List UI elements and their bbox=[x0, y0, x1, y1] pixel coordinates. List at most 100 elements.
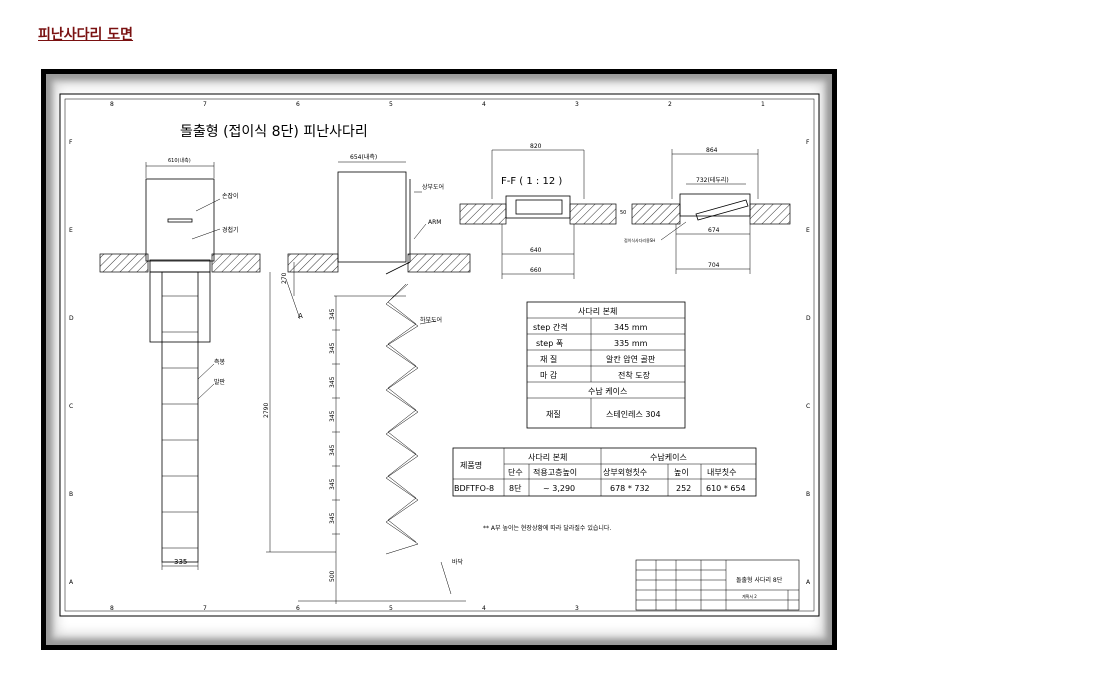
section-ceiling-left bbox=[459, 203, 507, 225]
side-label-a: A bbox=[298, 312, 303, 320]
grid-row-left-4: C bbox=[69, 403, 73, 410]
product-cell-2: 8단 bbox=[509, 483, 522, 493]
side-step-dim-7: 345 bbox=[329, 512, 336, 524]
drawing-sheet: 8 7 6 5 4 3 2 1 8 7 6 5 4 3 2 1 F E D bbox=[46, 74, 832, 645]
drawing-border bbox=[59, 93, 820, 617]
side-folded-ladder-2 bbox=[387, 283, 417, 543]
grid-col-top-8: 1 bbox=[761, 101, 765, 108]
product-head-ladder: 사다리 본체 bbox=[528, 452, 567, 462]
case-ceiling-right bbox=[749, 203, 791, 225]
side-ceiling-right bbox=[407, 253, 471, 273]
grid-col-bot-3: 6 bbox=[296, 605, 300, 612]
front-width-bottom: 335 bbox=[174, 558, 187, 566]
spec-row-4-value: 전착 도장 bbox=[618, 370, 651, 380]
grid-row-right-5: B bbox=[806, 491, 810, 498]
side-width-top: 654(내측) bbox=[350, 153, 377, 161]
side-arm bbox=[385, 261, 411, 275]
spec-case-value: 스테인레스 304 bbox=[606, 409, 661, 419]
side-label-top-door: 상부도어 bbox=[422, 183, 444, 191]
side-ceiling-left bbox=[287, 253, 339, 273]
side-label-bottom-door: 하부도어 bbox=[420, 316, 442, 324]
grid-row-right-2: E bbox=[806, 227, 810, 234]
case-dim-bottom: 704 bbox=[708, 262, 720, 269]
section-folded-ladder bbox=[515, 199, 563, 215]
grid-col-bot-1: 8 bbox=[110, 605, 114, 612]
product-head-product: 제품명 bbox=[460, 460, 482, 470]
side-dimension-lines bbox=[266, 161, 466, 604]
grid-row-left-3: D bbox=[69, 315, 74, 322]
grid-row-right-3: D bbox=[806, 315, 811, 322]
side-label-arm: ARM bbox=[428, 219, 441, 226]
product-cell-1: BDFTFO-8 bbox=[454, 484, 494, 493]
product-cell-3: ~ 3,290 bbox=[543, 484, 575, 493]
grid-row-labels: F E D C B A F E D C B A bbox=[69, 139, 811, 586]
section-view: F-F ( 1 : 12 ) 820 50 640 660 bbox=[459, 143, 626, 279]
product-sub-1: 단수 bbox=[508, 467, 523, 477]
grid-row-right-4: C bbox=[806, 403, 810, 410]
product-sub-3: 상부외형칫수 bbox=[603, 467, 647, 477]
side-dim-270: 270 bbox=[281, 272, 288, 284]
side-case bbox=[337, 171, 407, 263]
spec-row-2-key: step 폭 bbox=[536, 339, 563, 348]
side-dim-total: 2790 bbox=[263, 403, 270, 418]
grid-col-top-7: 2 bbox=[668, 101, 672, 108]
grid-row-right-6: A bbox=[806, 579, 811, 586]
technical-drawing: 8 7 6 5 4 3 2 1 8 7 6 5 4 3 2 1 F E D bbox=[59, 93, 820, 617]
front-steps bbox=[162, 295, 198, 549]
product-sub-2: 적용고층높이 bbox=[533, 467, 577, 477]
front-label-rail: 측봉 bbox=[214, 358, 226, 366]
side-step-dim-1: 345 bbox=[329, 308, 336, 320]
grid-col-bot-6: 3 bbox=[575, 605, 579, 612]
product-sub-4: 높이 bbox=[674, 467, 689, 477]
section-case bbox=[505, 195, 571, 219]
drawing-main-title: 돌출형 (접이식 8단) 피난사다리 bbox=[180, 124, 368, 140]
case-label-note: 접이식사다리용SH bbox=[624, 237, 655, 243]
front-ladder bbox=[161, 271, 199, 563]
title-block-name: 돌출형 사다리 8단 bbox=[736, 576, 783, 584]
side-dim-500: 500 bbox=[329, 570, 336, 582]
grid-col-top-1: 8 bbox=[110, 101, 114, 108]
front-dimension-lines bbox=[145, 162, 221, 570]
front-label-handle: 손잡이 bbox=[222, 192, 239, 200]
product-cell-4: 678 * 732 bbox=[610, 484, 650, 493]
section-dim-bottom2: 660 bbox=[530, 267, 542, 274]
grid-row-left-6: A bbox=[69, 579, 74, 586]
side-step-dim-3: 345 bbox=[329, 376, 336, 388]
front-case bbox=[145, 178, 215, 262]
spec-subtitle: 수납 케이스 bbox=[588, 386, 627, 396]
grid-col-top-4: 5 bbox=[389, 101, 393, 108]
grid-col-top-3: 6 bbox=[296, 101, 300, 108]
case-ladder-section bbox=[695, 199, 749, 221]
side-view: 654(내측) 상부도어 ARM 하부도어 A 270 2790 345 345… bbox=[263, 153, 471, 604]
case-dim-mid: 674 bbox=[708, 227, 720, 234]
spec-row-3-value: 알칸 압연 골판 bbox=[606, 354, 656, 364]
section-dim-bottom1: 640 bbox=[530, 247, 542, 254]
spec-row-1-value: 345 mm bbox=[614, 323, 648, 332]
section-ceiling-right bbox=[569, 203, 617, 225]
front-ceiling-left bbox=[99, 253, 149, 273]
case-dim-inner: 732(테두리) bbox=[696, 176, 729, 184]
spec-table: 사다리 본체 step 간격 345 mm step 폭 335 mm 재 질 … bbox=[526, 301, 686, 429]
case-dim-top: 864 bbox=[706, 147, 718, 154]
drawing-inner-border bbox=[64, 98, 815, 612]
spec-row-4-key: 마 감 bbox=[540, 370, 558, 380]
grid-col-bot-2: 7 bbox=[203, 605, 207, 612]
grid-row-right-1: F bbox=[806, 139, 810, 146]
side-step-dim-5: 345 bbox=[329, 444, 336, 456]
spec-row-3-key: 재 질 bbox=[540, 355, 557, 364]
grid-col-top-2: 7 bbox=[203, 101, 207, 108]
spec-row-1-key: step 간격 bbox=[533, 322, 568, 332]
grid-col-top-5: 4 bbox=[482, 101, 486, 108]
grid-row-left-1: F bbox=[69, 139, 73, 146]
drawing-frame: 8 7 6 5 4 3 2 1 8 7 6 5 4 3 2 1 F E D bbox=[41, 69, 837, 650]
grid-col-bot-5: 4 bbox=[482, 605, 486, 612]
front-handle bbox=[167, 218, 193, 223]
spec-case-key: 재질 bbox=[546, 410, 561, 419]
grid-col-top-6: 3 bbox=[575, 101, 579, 108]
front-ceiling-right bbox=[211, 253, 261, 273]
spec-row-2-value: 335 mm bbox=[614, 339, 648, 348]
drawing-note: ** A부 높이는 현장상황에 따라 달라질수 있습니다. bbox=[483, 524, 611, 532]
page-title: 피난사다리 도면 bbox=[38, 27, 134, 43]
side-step-dim-4: 345 bbox=[329, 410, 336, 422]
case-ceiling-left bbox=[631, 203, 681, 225]
